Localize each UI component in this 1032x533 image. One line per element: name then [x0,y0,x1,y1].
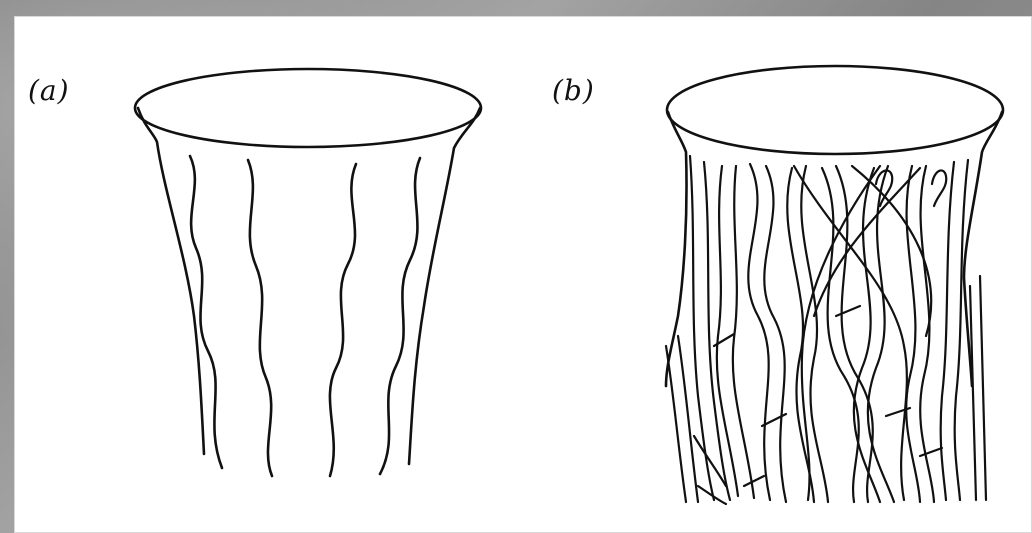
panel-b-fiber-16 [955,160,968,500]
panel-b-fiber-28 [980,276,986,500]
panel-b-fiber-22 [932,170,946,206]
panel-a-fiber-4 [380,158,420,474]
panel-b-fiber-31 [836,306,860,316]
panel-a-fiber-3 [330,164,356,476]
panel-b-fiber-2 [704,162,730,500]
panel-b-fiber-bundle [666,156,986,504]
panel-a-drawing [135,69,481,476]
panel-b-fiber-9 [822,168,859,502]
panel-b-top-ellipse [667,66,1003,154]
panel-a-fiber-1 [190,156,222,468]
panel-b-fiber-27 [970,286,976,500]
panel-b-fiber-18 [802,166,880,500]
panel-b-drawing [666,66,1003,504]
panel-b-fiber-15 [941,162,954,500]
panel-b-fiber-17 [794,166,907,500]
fiber-bundle-diagram [14,16,1032,533]
panel-b-fiber-4 [733,166,754,498]
panel-b-fiber-13 [906,166,920,502]
panel-b-fiber-5 [748,164,770,500]
panel-b-fiber-6 [764,166,786,502]
panel-b-fiber-33 [744,476,764,486]
panel-b-fiber-10 [836,166,873,502]
figure-canvas: (a) (b) [14,16,1032,533]
panel-b-fiber-34 [920,448,942,456]
panel-b-right-contour [964,112,1002,386]
panel-a-left-contour [138,108,204,454]
panel-a-fiber-2 [248,160,272,476]
panel-b-left-contour [666,112,687,386]
panel-a-top-ellipse [135,69,481,147]
